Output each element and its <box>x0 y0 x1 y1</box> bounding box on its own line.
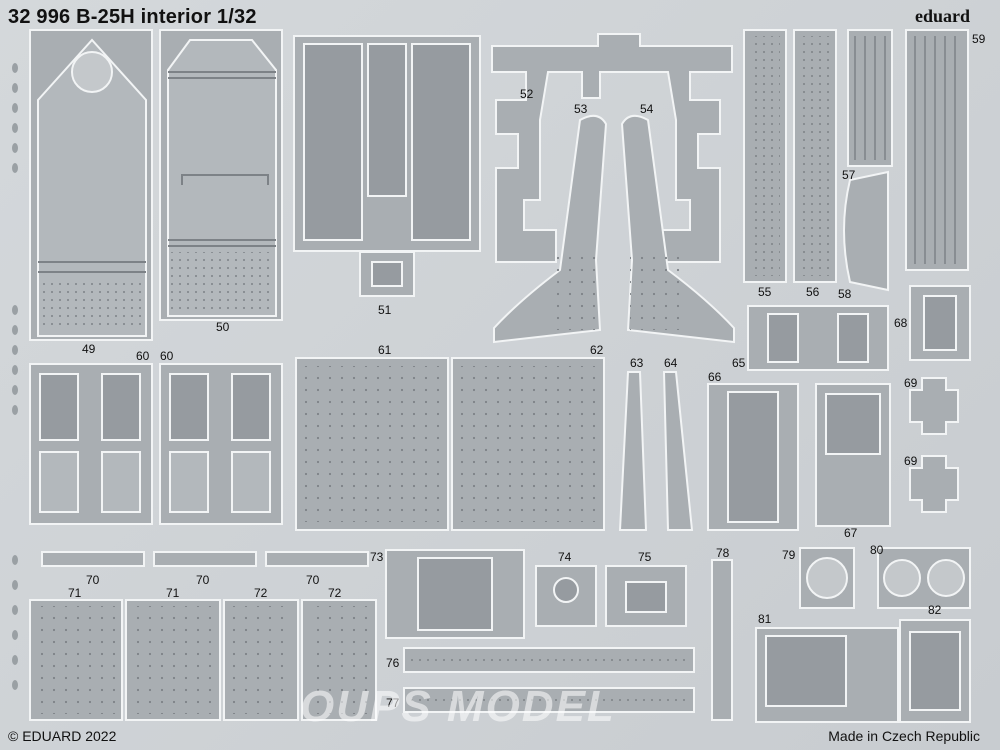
label-56: 56 <box>806 285 820 299</box>
part-62-floor-panel <box>451 357 605 531</box>
part-60-seat-right <box>159 363 283 525</box>
label-71b: 71 <box>166 586 180 600</box>
part-56-strip <box>793 29 837 283</box>
part-74-part <box>535 565 597 627</box>
label-71a: 71 <box>68 586 82 600</box>
label-74: 74 <box>558 550 572 564</box>
label-59: 59 <box>972 32 986 46</box>
part-54-bracket <box>620 114 735 344</box>
label-76: 76 <box>386 656 400 670</box>
part-73-box <box>385 549 525 639</box>
label-63: 63 <box>630 356 644 370</box>
part-79-ring <box>799 547 855 609</box>
label-51: 51 <box>378 303 392 317</box>
part-78-rod <box>711 559 733 721</box>
origin-text: Made in Czech Republic <box>828 728 980 744</box>
label-75: 75 <box>638 550 652 564</box>
part-68-part <box>909 285 971 361</box>
part-66-panel <box>707 383 799 531</box>
part-65-part <box>747 305 889 371</box>
label-70a: 70 <box>86 573 100 587</box>
left-edge-tabs <box>12 63 18 690</box>
part-75-part <box>605 565 687 627</box>
part-63-rail <box>618 371 648 531</box>
label-58: 58 <box>838 287 852 301</box>
label-80: 80 <box>870 543 884 557</box>
part-61-floor-panel <box>295 357 449 531</box>
label-69a: 69 <box>904 376 918 390</box>
label-68: 68 <box>894 316 908 330</box>
label-72a: 72 <box>254 586 268 600</box>
part-69-cross-b <box>909 455 959 513</box>
part-51-panel <box>293 35 481 297</box>
label-65: 65 <box>732 356 746 370</box>
part-70-strip-b <box>153 551 257 567</box>
label-70c: 70 <box>306 573 320 587</box>
part-53-bracket <box>493 114 608 344</box>
label-69b: 69 <box>904 454 918 468</box>
watermark-text: OUPS MODEL <box>300 682 616 731</box>
part-64-rail <box>662 371 694 531</box>
part-76-strip <box>403 647 695 673</box>
part-72-panel-a <box>223 599 299 721</box>
part-80-rings <box>877 547 971 609</box>
part-67-panel <box>815 383 891 527</box>
part-52-frame <box>491 33 733 263</box>
label-49: 49 <box>82 342 96 356</box>
label-62: 62 <box>590 343 604 357</box>
part-77-strip <box>403 687 695 713</box>
part-71-panel-a <box>29 599 123 721</box>
label-70b: 70 <box>196 573 210 587</box>
label-72b: 72 <box>328 586 342 600</box>
part-70-strip-a <box>41 551 145 567</box>
part-72-panel-b <box>301 599 377 721</box>
part-49-seat-back <box>29 29 153 341</box>
label-61: 61 <box>378 343 392 357</box>
label-66: 66 <box>708 370 722 384</box>
label-54: 54 <box>640 102 654 116</box>
part-55-strip <box>743 29 787 283</box>
part-70-strip-c <box>265 551 369 567</box>
part-82-panel <box>899 619 971 723</box>
part-58-curved-part <box>843 170 889 292</box>
part-81-panel <box>755 627 899 723</box>
part-59-strips <box>905 29 969 271</box>
label-82: 82 <box>928 603 942 617</box>
label-81: 81 <box>758 612 772 626</box>
label-53: 53 <box>574 102 588 116</box>
label-64: 64 <box>664 356 678 370</box>
part-69-cross-a <box>909 377 959 435</box>
part-57-strip <box>847 29 893 167</box>
label-79: 79 <box>782 548 796 562</box>
label-73: 73 <box>370 550 384 564</box>
label-52: 52 <box>520 87 534 101</box>
part-50-seat-back <box>159 29 283 321</box>
sheet-title: 32 996 B-25H interior 1/32 <box>8 6 257 28</box>
copyright-text: © EDUARD 2022 <box>8 728 117 744</box>
brand-logo: eduard <box>914 6 970 26</box>
label-60b: 60 <box>160 349 174 363</box>
label-67: 67 <box>844 526 858 540</box>
label-78: 78 <box>716 546 730 560</box>
part-60-seat-left <box>29 363 153 525</box>
label-50: 50 <box>216 320 230 334</box>
label-57: 57 <box>842 168 856 182</box>
label-55: 55 <box>758 285 772 299</box>
label-60a: 60 <box>136 349 150 363</box>
label-77: 77 <box>386 696 400 710</box>
part-71-panel-b <box>125 599 221 721</box>
